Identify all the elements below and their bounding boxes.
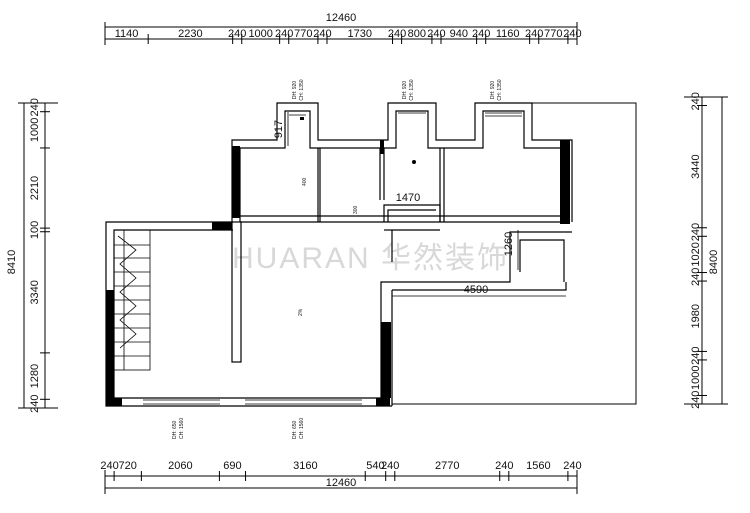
window-ch-label: CH: 1560 [179, 418, 185, 439]
top-segment-label: 240 [275, 28, 293, 40]
window-ch-label: CH: 1350 [497, 79, 503, 100]
top-segment-label: 240 [525, 28, 543, 40]
top-segment-label: 1160 [496, 28, 520, 40]
top-segment-label: 1730 [348, 28, 372, 40]
bottom-segment-label: 240 [100, 460, 118, 472]
left-segment-label: 240 [29, 394, 41, 412]
window-dh-label: DH: 920 [292, 81, 298, 100]
top-segment-label: 770 [544, 28, 562, 40]
right-segment-label: 240 [690, 391, 702, 409]
window-dh-label: DH: 920 [402, 81, 408, 100]
stair-note: 400 300 2% [298, 177, 359, 316]
window-dh-label: DH: 650 [292, 420, 298, 439]
top-segment-label: 770 [294, 28, 312, 40]
right-segment-label: 1020 [690, 242, 702, 266]
bottom-segment-label: 1560 [526, 460, 550, 472]
top-segment-label: 1000 [248, 28, 272, 40]
left-segment-label: 3340 [29, 280, 41, 304]
top-segment-label: 2230 [178, 28, 202, 40]
right-segment-label: 1000 [690, 365, 702, 389]
right-segment-label: 1980 [690, 304, 702, 328]
staircase [113, 229, 151, 371]
bottom-total-dimension: 12460 [326, 477, 357, 489]
top-segment-label: 240 [228, 28, 246, 40]
top-segment-label: 1140 [115, 28, 139, 40]
bottom-segment-label: 240 [381, 460, 399, 472]
bottom-segment-label: 540 [366, 460, 384, 472]
right-total-dimension: 8400 [708, 250, 720, 274]
top-segment-label: 240 [563, 28, 581, 40]
dim-917: 917 [273, 120, 285, 138]
window-ch-label: CH: 1350 [409, 79, 415, 100]
right-segment-label: 3440 [690, 154, 702, 178]
solid-wall-segments [106, 117, 570, 406]
right-segment-label: 240 [690, 92, 702, 110]
left-segment-label: 100 [29, 221, 41, 239]
left-segment-label: 1280 [29, 364, 41, 388]
dim-1260: 1260 [503, 232, 515, 256]
bottom-segment-label: 2060 [168, 460, 192, 472]
inner-dimension-lines [287, 112, 566, 297]
left-segment-label: 2210 [29, 176, 41, 200]
bottom-dimension-chain [104, 470, 578, 494]
svg-text:2%: 2% [298, 308, 304, 316]
right-segment-label: 240 [690, 268, 702, 286]
bottom-segment-label: 690 [223, 460, 241, 472]
right-segment-label: 240 [690, 223, 702, 241]
right-dimension-chain [684, 96, 728, 405]
left-total-dimension: 8410 [6, 250, 18, 274]
svg-text:300: 300 [353, 205, 359, 214]
top-total-dimension: 12460 [326, 12, 357, 24]
right-segment-label: 240 [690, 346, 702, 364]
bottom-segment-label: 240 [495, 460, 513, 472]
top-segment-label: 240 [472, 28, 490, 40]
window-ch-label: CH: 1350 [299, 79, 305, 100]
watermark: HUARAN 华然装饰 [232, 242, 509, 275]
window-dh-label: DH: 920 [490, 81, 496, 100]
dim-1470: 1470 [396, 192, 420, 204]
top-dimension-chain [104, 22, 578, 45]
top-segment-label: 240 [427, 28, 445, 40]
windows [143, 112, 522, 405]
walls [105, 102, 573, 407]
bottom-segment-label: 240 [563, 460, 581, 472]
top-segment-label: 940 [450, 28, 468, 40]
window-dh-label: DH: 650 [172, 420, 178, 439]
top-segment-label: 240 [313, 28, 331, 40]
top-segment-label: 240 [388, 28, 406, 40]
top-segment-label: 800 [408, 28, 426, 40]
left-segment-label: 1000 [29, 118, 41, 142]
dim-4590: 4590 [464, 284, 488, 296]
window-ch-label: CH: 1560 [299, 418, 305, 439]
left-segment-label: 240 [29, 98, 41, 116]
left-dimension-chain [18, 102, 58, 409]
bottom-segment-label: 3160 [293, 460, 317, 472]
floor-drain-marker [412, 160, 416, 164]
svg-text:400: 400 [302, 177, 308, 186]
bottom-segment-label: 2770 [435, 460, 459, 472]
bottom-segment-label: 720 [119, 460, 137, 472]
